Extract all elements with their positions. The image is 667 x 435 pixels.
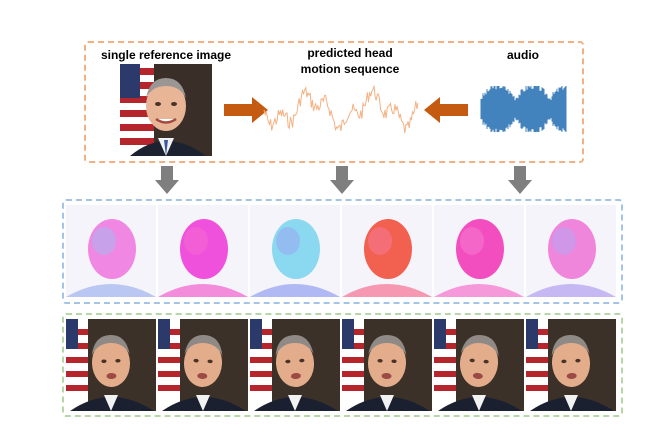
flow-map-4 — [342, 205, 432, 297]
reference-image — [120, 64, 212, 156]
flow-maps-panel — [62, 199, 623, 304]
arrow-left-icon — [424, 97, 468, 123]
video-frame-4 — [342, 319, 432, 411]
video-frame-2 — [158, 319, 248, 411]
arrow-down-icon — [330, 166, 354, 194]
video-frame-3 — [250, 319, 340, 411]
motion-sequence-curve — [263, 85, 419, 134]
motion-curve-line — [263, 85, 419, 134]
flow-map-1 — [66, 205, 156, 297]
flow-map-2 — [158, 205, 248, 297]
input-panel — [84, 41, 584, 163]
arrow-right-icon — [224, 97, 268, 123]
output-frames-panel — [62, 313, 623, 417]
audio-wave-line — [480, 86, 567, 132]
flow-map-5 — [434, 205, 524, 297]
audio-waveform — [480, 86, 567, 132]
video-frame-1 — [66, 319, 156, 411]
flow-map-6 — [526, 205, 616, 297]
reference-image-label: single reference image — [100, 48, 232, 62]
video-frame-5 — [434, 319, 524, 411]
video-frame-6 — [526, 319, 616, 411]
arrow-down-icon — [508, 166, 532, 194]
reference-portrait — [120, 64, 212, 156]
motion-sequence-label: predicted head motion sequence — [300, 46, 400, 76]
audio-label: audio — [507, 48, 539, 62]
flow-map-3 — [250, 205, 340, 297]
arrow-down-icon — [155, 166, 179, 194]
